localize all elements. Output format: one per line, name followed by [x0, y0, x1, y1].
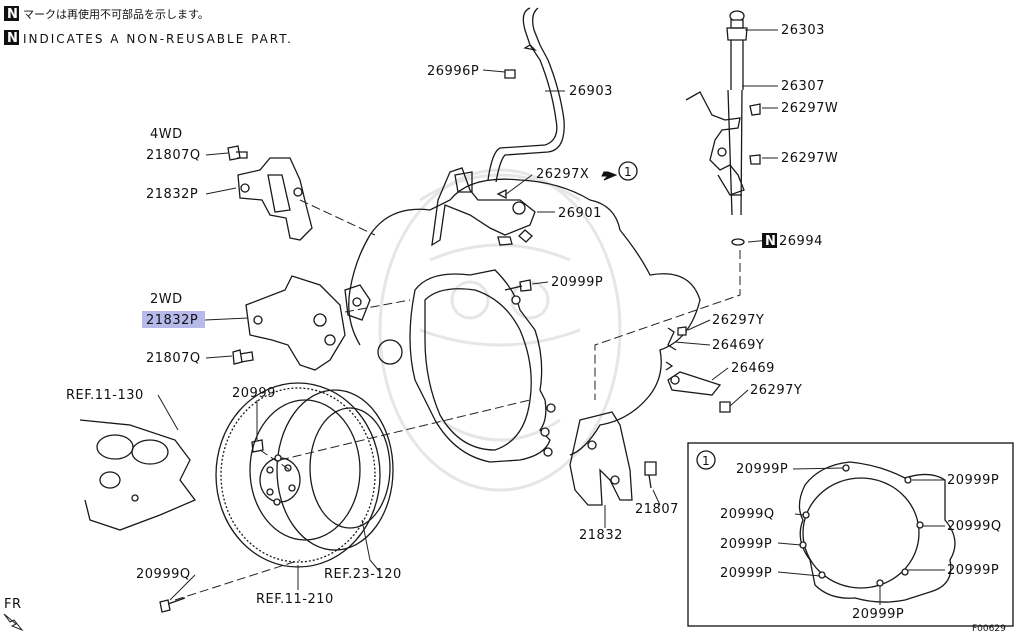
label-4wd: 4WD [150, 127, 183, 142]
front-indicator: FR [3, 597, 24, 632]
bracket-21832P-2wd [245, 275, 346, 371]
engine-block-ref [79, 419, 197, 531]
badge-letter-en: N [7, 31, 18, 46]
o-ring-26994 [731, 238, 745, 246]
legend: N マークは再使用不可部品を示します。 N INDICATES A NON-RE… [4, 6, 293, 46]
callout-1-number: 1 [624, 165, 632, 179]
inset-label-bottom: 20999P [852, 607, 904, 622]
label-26469Y: 26469Y [712, 338, 764, 353]
transmission-housing [344, 178, 701, 463]
label-20999P-top: 20999P [551, 275, 603, 290]
inset-number: 1 [702, 454, 710, 468]
label-26994: 26994 [779, 234, 823, 249]
label-26903: 26903 [569, 84, 613, 99]
bolts [159, 69, 761, 613]
bracket-21832P-4wd [237, 157, 313, 241]
label-26469: 26469 [731, 361, 775, 376]
assembly-lines [174, 199, 741, 601]
legend-en-text: INDICATES A NON-REUSABLE PART. [23, 32, 293, 46]
label-26297Y-b: 26297Y [750, 383, 802, 398]
bracket-26901 [431, 167, 536, 247]
front-arrow-icon [3, 613, 24, 632]
label-26307: 26307 [781, 79, 825, 94]
label-21832P-a: 21832P [146, 187, 198, 202]
wire-clip-26469 [665, 327, 722, 396]
callout-1: 1 [601, 161, 638, 181]
inset-label-r2: 20999Q [947, 519, 1002, 534]
label-21807Q-a: 21807Q [146, 148, 201, 163]
inset-frame [687, 442, 1014, 627]
label-21807: 21807 [635, 502, 679, 517]
label-ref-11-210: REF.11-210 [256, 592, 334, 607]
legend-jp-text: マークは再使用不可部品を示します。 [23, 7, 209, 21]
label-26297W-b: 26297W [781, 151, 838, 166]
label-20999: 20999 [232, 386, 276, 401]
label-26901: 26901 [558, 206, 602, 221]
part-labels: 26996P 26903 26303 26307 26297W 26297W 2… [66, 23, 838, 607]
inset-label-l4: 20999P [720, 566, 772, 581]
label-26996P: 26996P [427, 64, 479, 79]
label-2wd: 2WD [150, 292, 183, 307]
label-26297X: 26297X [536, 167, 589, 182]
label-21807Q-b: 21807Q [146, 351, 201, 366]
dipstick-tube-26903 [487, 7, 565, 183]
oil-level-gauge [685, 10, 748, 216]
drive-plate [215, 382, 394, 568]
label-26297W-a: 26297W [781, 101, 838, 116]
leader-lines [157, 29, 778, 601]
label-21832: 21832 [579, 528, 623, 543]
inset-label-r3: 20999P [947, 563, 999, 578]
fr-label: FR [4, 597, 22, 612]
non-reusable-badge-jp [4, 6, 19, 21]
highlight-21832P-b [142, 311, 205, 328]
callout-arrow-icon [601, 171, 618, 181]
inset-label-l1: 20999P [736, 462, 788, 477]
non-reusable-badge-26994 [762, 233, 777, 248]
label-20999Q-bolt: 20999Q [136, 567, 191, 582]
badge-letter-jp: N [7, 7, 18, 22]
label-26303: 26303 [781, 23, 825, 38]
figure-code: F00629 [972, 624, 1006, 634]
inset-label-r1: 20999P [947, 473, 999, 488]
label-ref-11-130: REF.11-130 [66, 388, 144, 403]
inset-label-l3: 20999P [720, 537, 772, 552]
non-reusable-badge-en [4, 30, 19, 45]
bracket-21832 [569, 411, 633, 506]
inset-detail: 1 20999P 20999Q 20999P 20999P 20999P 209… [687, 442, 1014, 627]
label-ref-23-120: REF.23-120 [324, 567, 402, 582]
inset-label-l2: 20999Q [720, 507, 775, 522]
badge-letter-26994: N [765, 234, 776, 249]
label-21832P-b: 21832P [146, 313, 198, 328]
label-26297Y-a: 26297Y [712, 313, 764, 328]
